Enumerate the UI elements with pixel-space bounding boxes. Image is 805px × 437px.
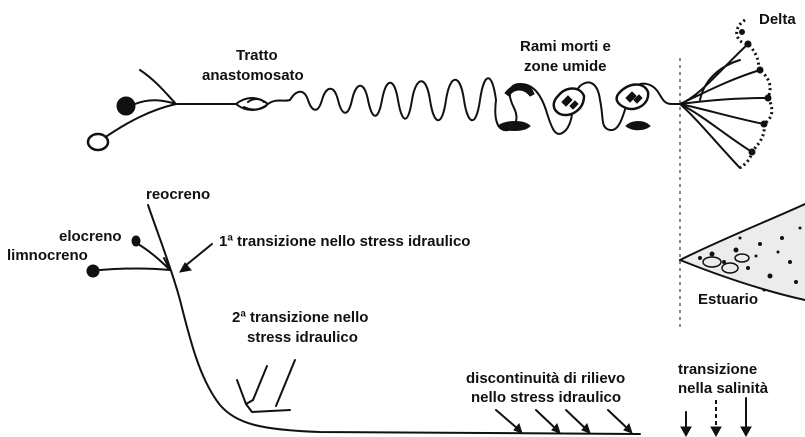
label-tratto-2: anastomosato — [202, 67, 304, 84]
meandering-channel — [290, 78, 496, 120]
label-discontinuity-1: discontinuità di rilievo — [466, 370, 625, 387]
label-discontinuity-2: nello stress idraulico — [471, 389, 621, 406]
label-rami-2: zone umide — [524, 58, 607, 75]
label-transition2-2: stress idraulico — [247, 329, 358, 346]
dead-branches-wetlands — [495, 82, 680, 133]
label-delta: Delta — [759, 11, 796, 28]
transition1-arrow — [180, 244, 212, 272]
label-elocreno: elocreno — [59, 228, 122, 245]
limnocreno-branch — [100, 269, 170, 271]
estuary — [680, 204, 805, 300]
label-tratto-1: Tratto — [236, 47, 278, 64]
bottom-profile-diagram: reocreno elocreno limnocreno 1ª transizi… — [7, 186, 805, 436]
anastomosed-reach — [236, 98, 290, 110]
label-reocreno: reocreno — [146, 186, 210, 203]
salinity-arrows — [681, 398, 751, 436]
spring-filled — [117, 97, 135, 115]
label-transition1: 1ª transizione nello stress idraulico — [219, 233, 470, 250]
top-river-diagram: Tratto anastomosato Rami morti e zone um… — [88, 11, 796, 330]
limnocreno-source — [87, 265, 99, 277]
label-salinity-2: nella salinità — [678, 380, 769, 397]
discontinuity-arrows — [496, 410, 632, 433]
transition2-arrows — [237, 360, 295, 412]
label-salinity-1: transizione — [678, 361, 757, 378]
label-limnocreno: limnocreno — [7, 247, 88, 264]
elocreno-source — [132, 236, 140, 246]
label-estuario: Estuario — [698, 291, 758, 308]
elocreno-branch — [138, 244, 170, 270]
spring-open — [88, 134, 108, 150]
label-transition2-1: 2ª transizione nello — [232, 309, 368, 326]
delta-fan — [680, 20, 772, 168]
label-rami-1: Rami morti e — [520, 38, 611, 55]
